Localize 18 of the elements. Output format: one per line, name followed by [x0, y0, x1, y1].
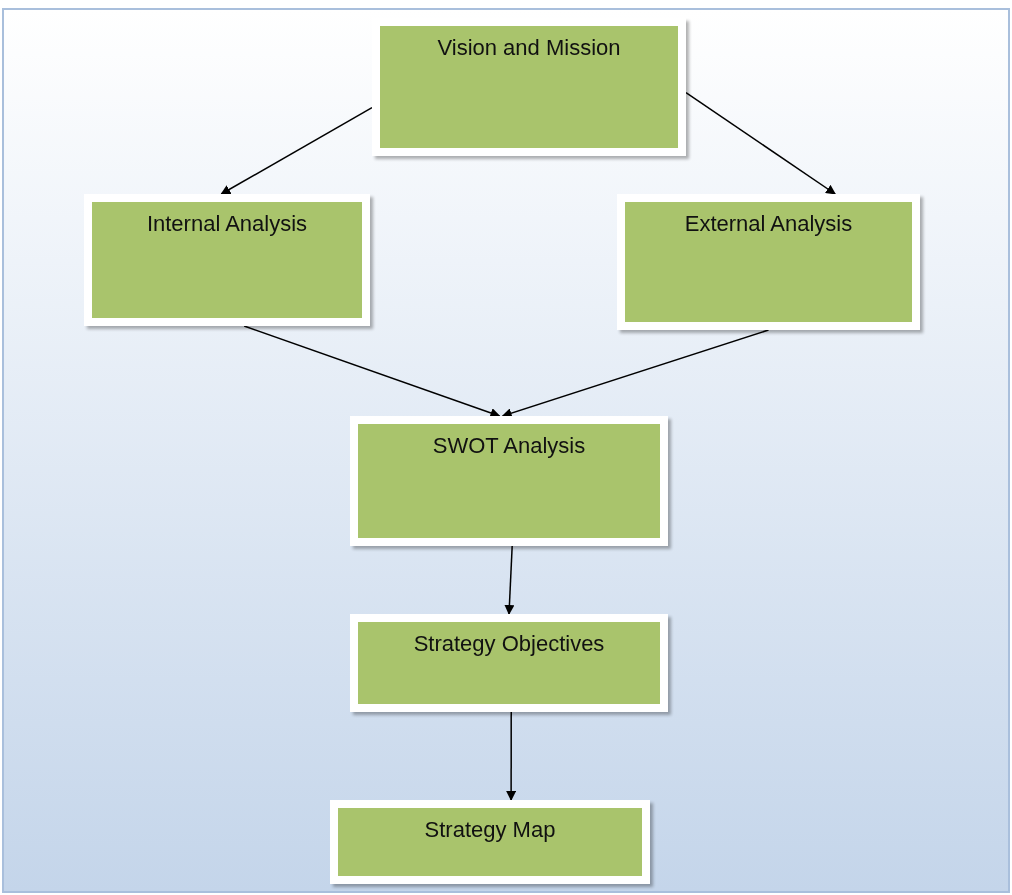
arrow [220, 106, 373, 195]
process-box [330, 800, 650, 884]
arrow [506, 711, 517, 801]
process-box [84, 194, 370, 326]
box-label: SWOT Analysis [432, 432, 586, 460]
box-label: External Analysis [684, 210, 853, 238]
process-box [372, 18, 686, 156]
process-box [617, 194, 920, 330]
arrow [243, 325, 501, 418]
arrow [685, 91, 836, 195]
box-label: Vision and Mission [437, 34, 621, 62]
process-box [350, 614, 668, 712]
process-box [350, 416, 668, 546]
arrow [501, 329, 770, 418]
box-label: Strategy Map [424, 816, 556, 844]
box-label: Internal Analysis [146, 210, 308, 238]
arrow [504, 545, 515, 615]
box-label: Strategy Objectives [413, 630, 605, 658]
